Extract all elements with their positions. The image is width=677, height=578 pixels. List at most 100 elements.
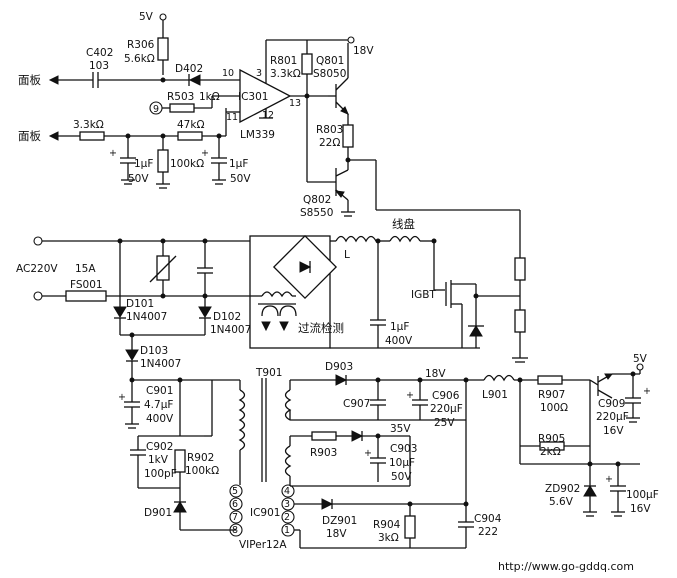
r907-resistor <box>537 375 563 385</box>
work-coil <box>389 235 421 243</box>
q802-transistor-icon <box>334 190 345 198</box>
label-r907-value: 100Ω <box>540 402 568 414</box>
label-zd902: ZD902 <box>545 483 580 495</box>
label-5v-right: 5V <box>633 353 648 365</box>
r801-resistor <box>301 53 313 75</box>
label-c904: C904 <box>474 513 502 525</box>
label-viper12a: VIPer12A <box>239 539 287 551</box>
label-r904: R904 <box>373 519 401 531</box>
ic901-pin6 <box>229 497 243 511</box>
label-r803-value: 22Ω <box>319 137 340 149</box>
label-fs001: FS001 <box>70 279 103 291</box>
label-d103: D103 <box>140 345 168 357</box>
label-pin12: 12 <box>262 110 274 121</box>
label-c901-cap: 4.7μF <box>144 399 173 411</box>
label-p7: 7 <box>232 512 238 523</box>
label-panel-1: 面板 <box>18 73 41 87</box>
label-q801-value: S8050 <box>313 68 346 80</box>
ac-terminal-1 <box>33 236 43 246</box>
label-p3: 3 <box>284 499 290 510</box>
r803-resistor <box>342 124 354 148</box>
label-d101-value: 1N4007 <box>126 311 167 323</box>
label-c903-volt: 50V <box>391 471 412 483</box>
dz901-zener-icon <box>321 498 334 510</box>
label-c907: C907 <box>343 398 370 410</box>
label-r902: R902 <box>187 452 214 464</box>
label-d901: D901 <box>144 507 172 519</box>
ic901-pin2 <box>281 510 295 524</box>
d901-diode-icon <box>173 501 187 513</box>
label-pin9: 9 <box>153 104 159 115</box>
t901-secondary-winding-2 <box>284 445 292 477</box>
t901-primary-winding <box>238 389 246 451</box>
panel2-arrow-icon <box>48 131 59 141</box>
zd902-zener-icon <box>583 485 597 497</box>
label-d102: D102 <box>213 311 241 323</box>
label-ac220v: AC220V <box>16 263 58 275</box>
label-3k3: 3.3kΩ <box>73 119 104 131</box>
comparator-driver-section <box>48 13 521 258</box>
label-plus-7: + <box>605 474 613 485</box>
igbt-damper-diode-icon <box>469 325 483 337</box>
label-c902-volt: 1kV <box>148 454 169 466</box>
label-q802-value: S8550 <box>300 207 333 219</box>
d402-diode-icon <box>188 74 201 86</box>
label-c909-volt: 16V <box>603 425 624 437</box>
ic301-comparator <box>239 68 292 124</box>
label-r905: R905 <box>538 433 565 445</box>
inductor-l <box>335 235 377 243</box>
label-zd902-value: 5.6V <box>549 496 574 508</box>
label-r803: R803 <box>316 124 343 136</box>
label-r306-value: 5.6kΩ <box>124 53 155 65</box>
label-r306: R306 <box>127 39 155 51</box>
label-100uf: 100μF <box>626 489 659 501</box>
label-c909: C909 <box>598 398 625 410</box>
label-c901-volt: 400V <box>146 413 174 425</box>
overcurrent-loop-2 <box>279 305 297 317</box>
label-p6: 6 <box>232 499 238 510</box>
ic901-pin4 <box>281 484 295 498</box>
q801-transistor-icon <box>340 106 349 115</box>
r904-resistor <box>404 515 416 539</box>
power-stage-section <box>33 234 528 380</box>
label-pin11: 11 <box>226 112 238 123</box>
overcurrent-loop-1 <box>261 305 279 317</box>
label-igbt: IGBT <box>411 289 436 301</box>
label-panel-2: 面板 <box>18 129 41 143</box>
ic901-pin7 <box>229 510 243 524</box>
label-c906: C906 <box>432 390 460 402</box>
label-pin10: 10 <box>222 68 234 79</box>
ac-terminal-2 <box>33 291 43 301</box>
label-pin13: 13 <box>289 98 301 109</box>
panel1-arrow-icon <box>48 75 59 85</box>
label-p8: 8 <box>232 525 238 536</box>
label-r503-value: 1kΩ <box>199 91 220 103</box>
label-fuse-rating: 15A <box>75 263 96 275</box>
r903-resistor <box>311 431 337 441</box>
label-c902-cap: 100pF <box>144 468 177 480</box>
label-35v: 35V <box>390 423 411 435</box>
label-r905-value: 2kΩ <box>540 446 561 458</box>
component-labels: 5V C402 103 R306 5.6kΩ D402 面板 面板 9 R503… <box>16 11 659 573</box>
label-r903: R903 <box>310 447 337 459</box>
smps-section <box>124 363 644 549</box>
varistor <box>156 255 170 281</box>
current-transformer-coil <box>261 291 293 298</box>
label-d903: D903 <box>325 361 353 373</box>
t901-secondary-winding-1 <box>284 389 292 421</box>
label-d102-value: 1N4007 <box>210 324 251 336</box>
label-plus-5: + <box>643 386 651 397</box>
label-c902: C902 <box>146 441 173 453</box>
label-c903-cap: 10μF <box>389 457 415 469</box>
label-c402: C402 <box>86 47 113 59</box>
label-100k: 100kΩ <box>170 158 204 170</box>
label-inductor-l: L <box>344 249 350 261</box>
label-p4: 4 <box>284 486 290 497</box>
label-q801: Q801 <box>316 55 344 67</box>
r903-diode-icon <box>351 430 364 442</box>
label-pin3: 3 <box>256 68 262 79</box>
label-1uf-a: 1μF <box>134 158 153 170</box>
label-d101: D101 <box>126 298 154 310</box>
label-overcurrent: 过流检测 <box>298 321 344 335</box>
